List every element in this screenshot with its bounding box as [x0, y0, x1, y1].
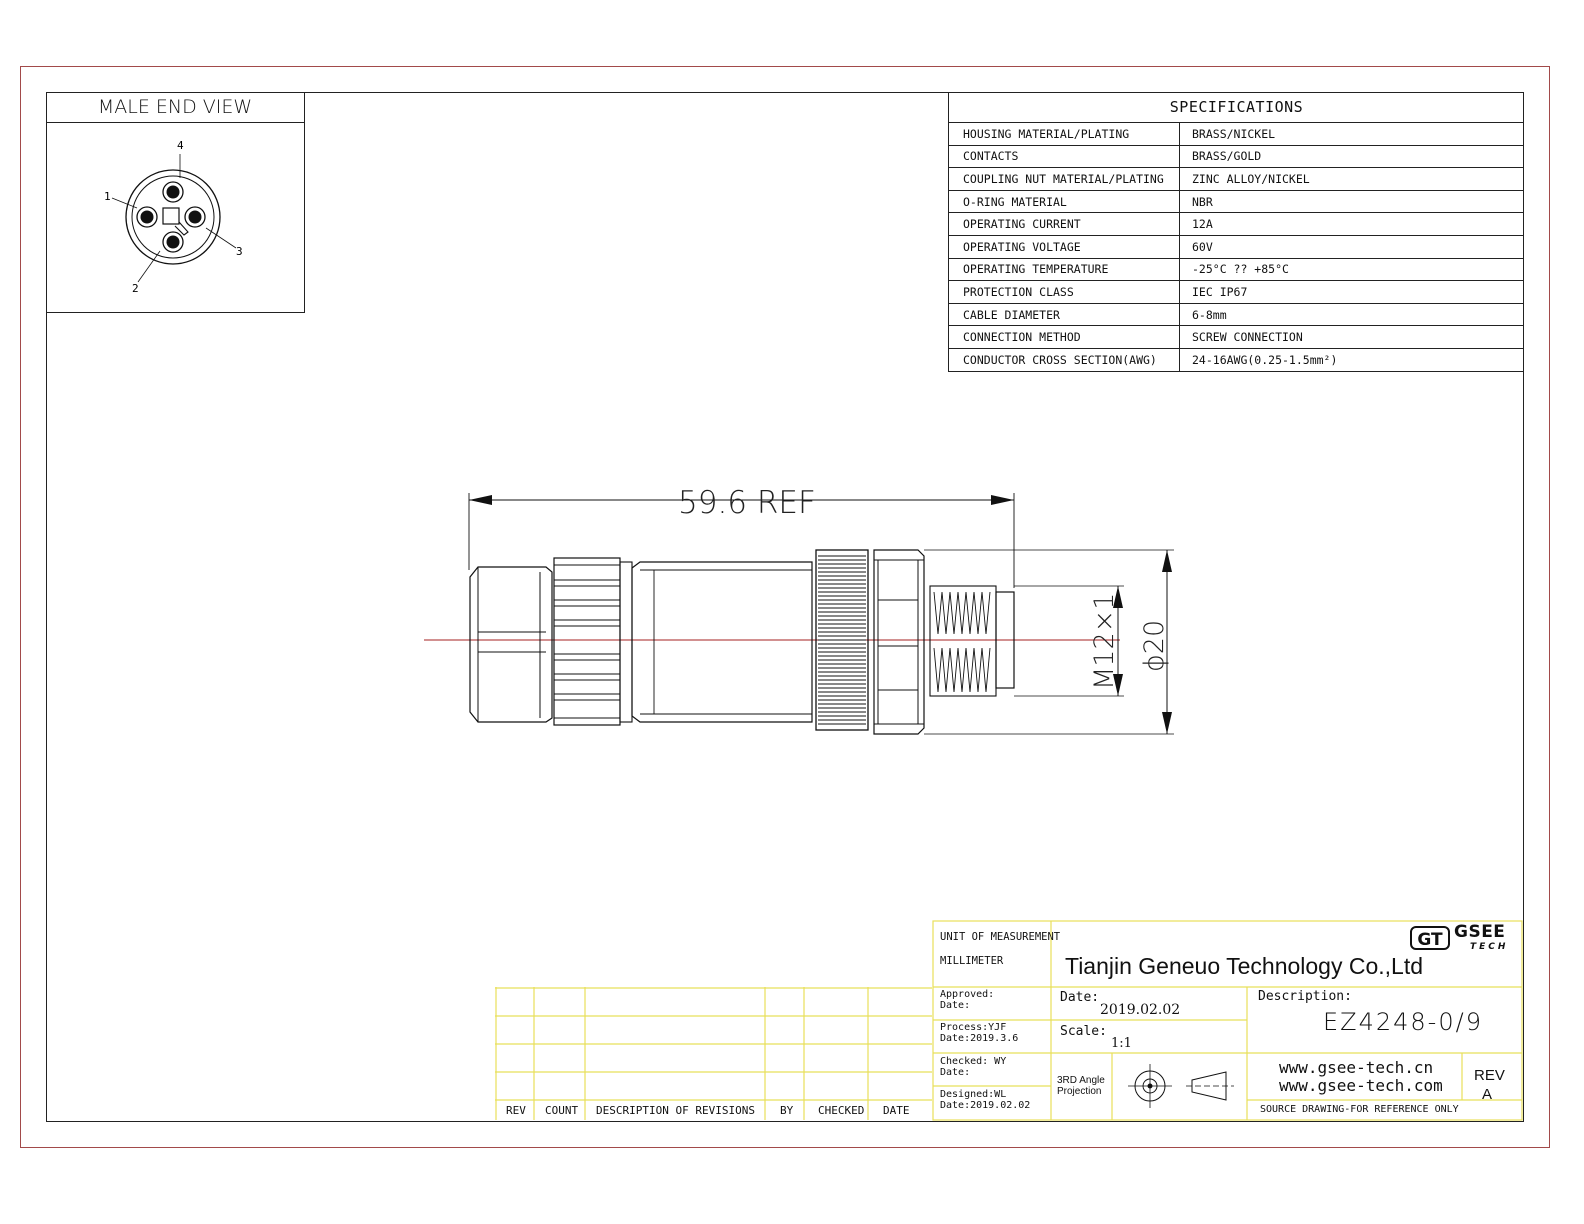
spec-label: HOUSING MATERIAL/PLATING [948, 122, 1180, 146]
spec-label: CABLE DIAMETER [948, 302, 1180, 326]
end-view-title: MALE END VIEW [97, 96, 253, 118]
approved-date-label: Date: [940, 1000, 971, 1011]
spec-label: OPERATING CURRENT [948, 212, 1180, 236]
pin-label-2: 2 [132, 282, 139, 295]
scale-label: Scale: [1060, 1024, 1107, 1039]
description-label: Description: [1258, 989, 1352, 1004]
logo-text-bottom: TECH [1470, 942, 1509, 952]
spec-label: CONDUCTOR CROSS SECTION(AWG) [948, 347, 1180, 372]
end-view-panel: MALE END VIEW [46, 92, 305, 313]
connector-face-inner [131, 175, 215, 259]
unit-of-measurement-label: UNIT OF MEASUREMENT [940, 931, 1061, 943]
spec-value: BRASS/GOLD [1179, 144, 1524, 168]
date-label: Date: [1060, 990, 1100, 1005]
third-angle-projection-symbol [1128, 1064, 1234, 1108]
projection-label-line2: Projection [1057, 1086, 1102, 1097]
rev-header-date: DATE [883, 1104, 910, 1117]
pin-label-1: 1 [104, 190, 111, 203]
diameter-dimension-label: ϕ20 [1139, 620, 1170, 672]
spec-row: CONDUCTOR CROSS SECTION(AWG)24-16AWG(0.2… [948, 347, 1524, 372]
spec-label: CONNECTION METHOD [948, 325, 1180, 349]
rev-header-description: DESCRIPTION OF REVISIONS [596, 1104, 755, 1117]
pin-2 [162, 231, 184, 253]
unit-of-measurement-value: MILLIMETER [940, 955, 1004, 967]
inner-border [46, 92, 1524, 1122]
specifications-title: SPECIFICATIONS [1169, 98, 1304, 116]
spec-value: BRASS/NICKEL [1179, 122, 1524, 146]
rev-header-checked: CHECKED [818, 1104, 865, 1117]
revision-table [495, 987, 932, 1120]
title-block-grid [932, 920, 1523, 1121]
pin-4 [162, 181, 184, 203]
company-name: Tianjin Geneuo Technology Co.,Ltd [1065, 953, 1424, 979]
company-logo: GT GSEE TECH [1410, 924, 1514, 954]
thread-dimension-label: M12×1 [1089, 593, 1120, 690]
designed-date: Date:2019.02.02 [940, 1100, 1031, 1111]
spec-value: IEC IP67 [1179, 280, 1524, 304]
spec-label: OPERATING VOLTAGE [948, 234, 1180, 259]
logo-mark: GT [1410, 926, 1450, 950]
spec-value: 12A [1179, 212, 1524, 236]
designed-label: Designed:WL [940, 1089, 1007, 1100]
website-cn-link[interactable]: www.gsee-tech.cn [1279, 1058, 1434, 1077]
spec-value: 24-16AWG(0.25-1.5mm²) [1179, 347, 1524, 372]
checked-date-label: Date: [940, 1067, 971, 1078]
spec-value: 6-8mm [1179, 302, 1524, 326]
rev-label: REV [1474, 1067, 1505, 1084]
date-value: 2019.02.02 [1100, 1002, 1181, 1018]
part-number: EZ4248-0/9 [1323, 1008, 1483, 1036]
rev-header-count: COUNT [545, 1104, 579, 1117]
approved-label: Approved: [940, 989, 995, 1000]
spec-value: SCREW CONNECTION [1179, 325, 1524, 349]
scale-value: 1:1 [1111, 1036, 1132, 1051]
outer-border [20, 66, 1550, 1148]
projection-label-line1: 3RD Angle [1057, 1075, 1105, 1086]
rev-header-rev: REV [506, 1104, 526, 1117]
length-dimension-label: 59.6 REF [678, 485, 816, 521]
pin-1 [136, 206, 158, 228]
pin-label-4: 4 [177, 139, 184, 152]
connector-face-outer [125, 169, 221, 265]
rev-header-by: BY [780, 1104, 794, 1117]
spec-value: ZINC ALLOY/NICKEL [1179, 167, 1524, 191]
connector-side-view: 59.6 REF M12×1 ϕ20 [424, 485, 1174, 735]
website-com-link[interactable]: www.gsee-tech.com [1279, 1076, 1443, 1095]
reference-note: SOURCE DRAWING-FOR REFERENCE ONLY [1260, 1104, 1459, 1115]
pin-label-3: 3 [236, 245, 243, 258]
center-key [162, 207, 180, 225]
spec-row: OPERATING TEMPERATURE-25°C ?? +85°C [948, 257, 1524, 281]
process-date: Date:2019.3.6 [940, 1033, 1019, 1044]
spec-label: CONTACTS [948, 144, 1180, 168]
end-view-drawing: 4 1 3 2 [104, 139, 243, 295]
spec-value: -25°C ?? +85°C [1179, 257, 1524, 281]
rev-value: A [1482, 1086, 1493, 1103]
spec-label: OPERATING TEMPERATURE [948, 257, 1180, 281]
spec-label: COUPLING NUT MATERIAL/PLATING [948, 167, 1180, 191]
logo-text-top: GSEE [1454, 922, 1506, 942]
spec-value: 60V [1179, 234, 1524, 259]
spec-value: NBR [1179, 189, 1524, 213]
pin-3 [184, 206, 206, 228]
spec-label: O-RING MATERIAL [948, 189, 1180, 213]
spec-label: PROTECTION CLASS [948, 280, 1180, 304]
process-label: Process:YJF [940, 1022, 1007, 1033]
checked-label: Checked: WY [940, 1056, 1007, 1067]
